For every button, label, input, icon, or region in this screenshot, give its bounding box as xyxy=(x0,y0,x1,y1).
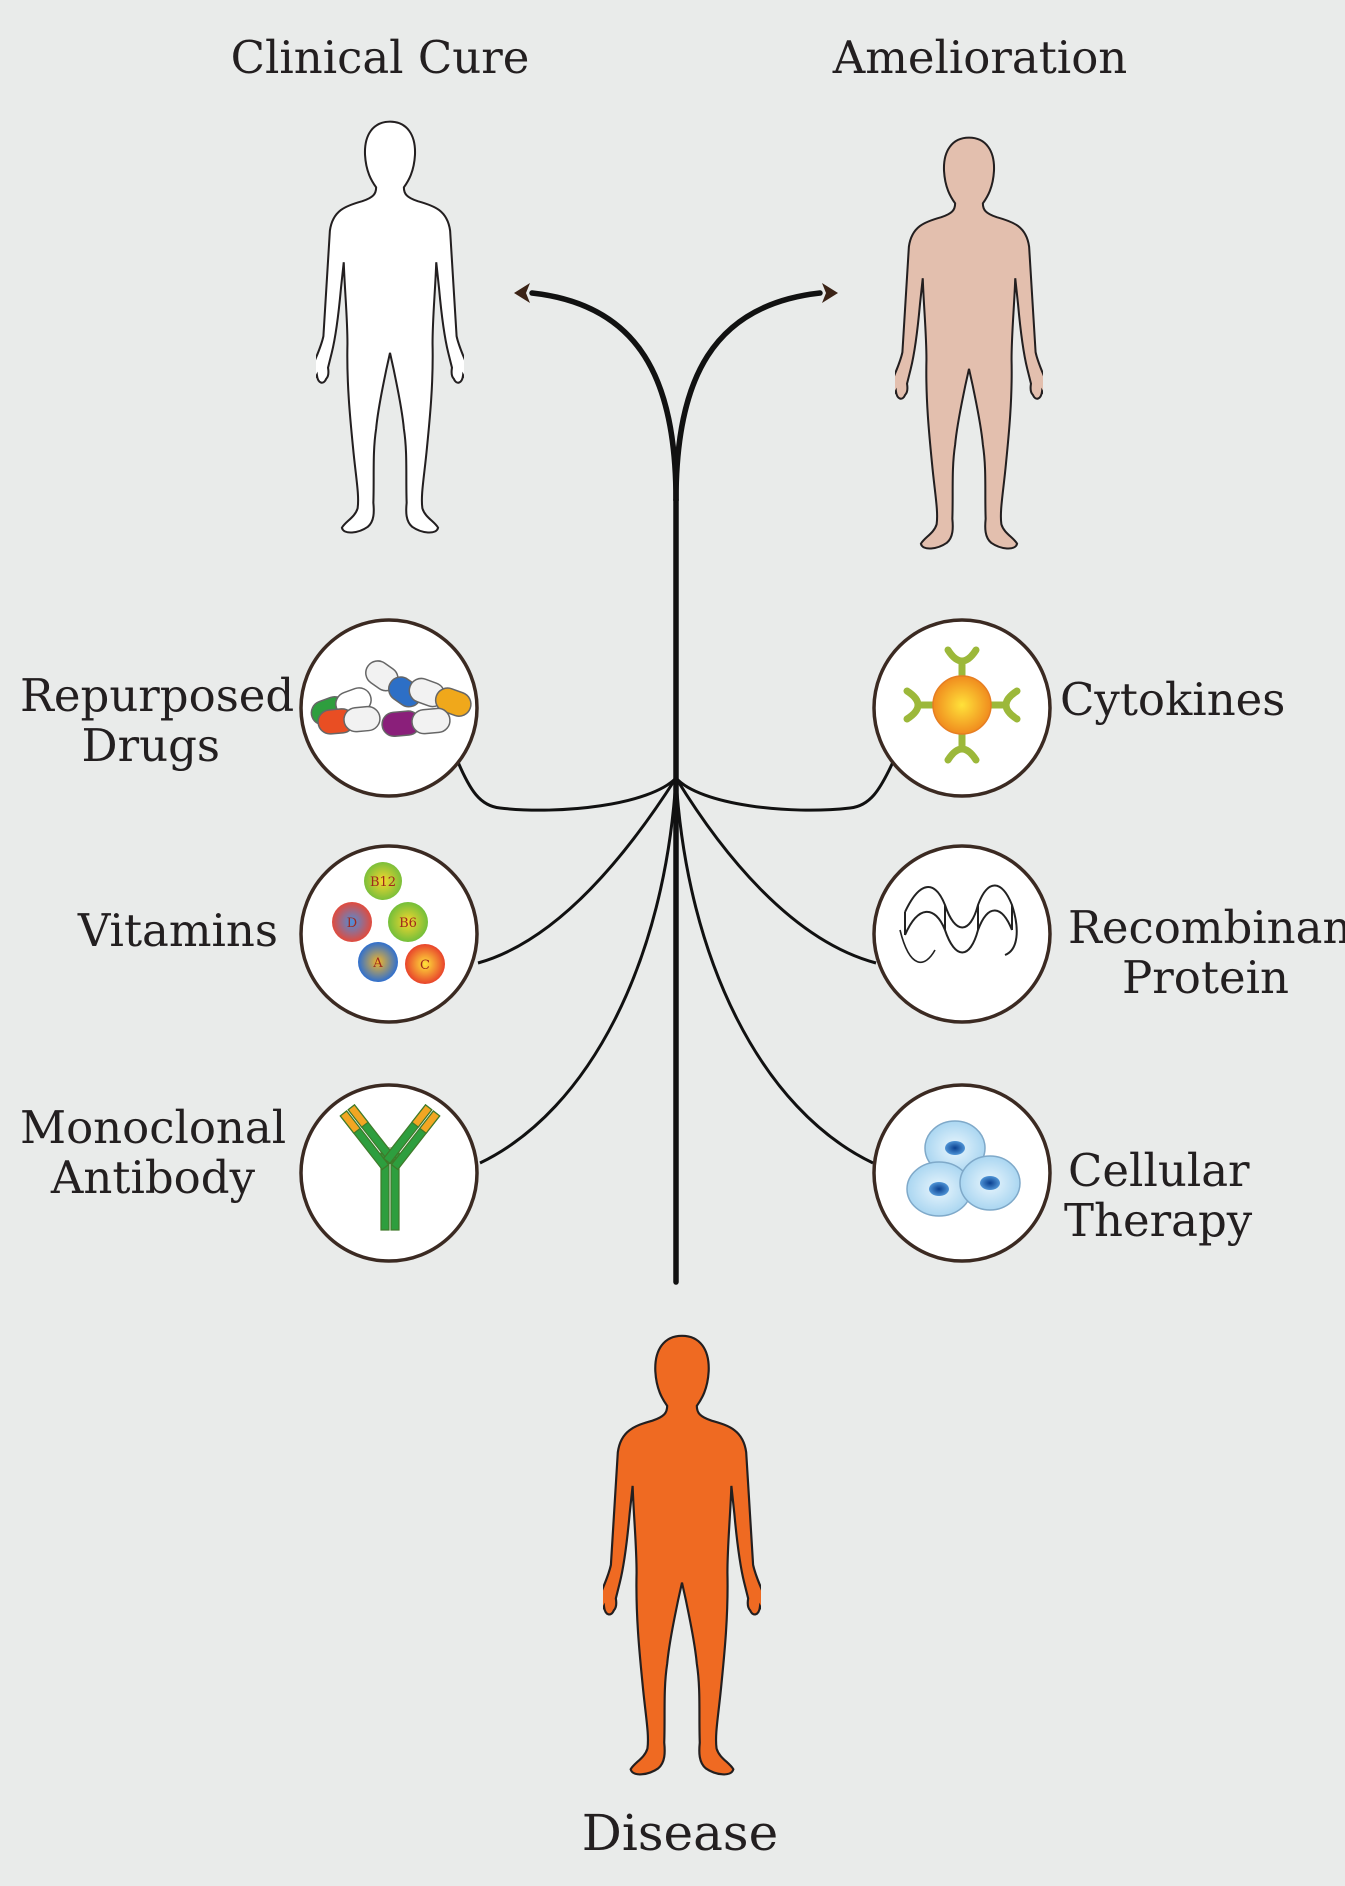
recombinant-protein-label: Recombinant Protein xyxy=(1068,901,1345,1004)
cells-icon xyxy=(906,1120,1021,1217)
cellular-therapy-label: Cellular Therapy xyxy=(1064,1144,1253,1247)
repurposed-drugs-circle xyxy=(299,618,479,798)
arrowhead-right-icon xyxy=(822,283,838,303)
amelioration-figure xyxy=(895,136,1043,550)
vitamin-badge-label: C xyxy=(420,958,430,973)
pills-icon xyxy=(310,660,472,738)
antibody-icon xyxy=(339,1104,441,1231)
protein-ribbon-icon xyxy=(899,884,1018,964)
cytokines-label: Cytokines xyxy=(1060,673,1286,726)
connector-repurposed-drugs xyxy=(456,761,678,812)
connector-monoclonal-antibody xyxy=(479,777,678,1165)
vitamin-d-icon xyxy=(332,902,372,942)
connector-cytokines xyxy=(674,761,895,812)
vitamins-label: Vitamins xyxy=(77,904,278,957)
vitamin-b12-icon xyxy=(364,862,402,900)
connector-cellular-therapy xyxy=(674,777,874,1165)
branch-to-amelioration xyxy=(673,290,823,503)
clinical-cure-figure xyxy=(316,120,464,534)
vitamin-badges: B12 D B6 A C xyxy=(332,862,445,984)
connector-recombinant-protein xyxy=(674,777,877,965)
monoclonal-antibody-label: Monoclonal Antibody xyxy=(20,1101,287,1204)
arrowhead-left-icon xyxy=(514,283,530,303)
cytokine-icon xyxy=(903,646,1021,764)
vitamin-badge-label: B12 xyxy=(370,875,396,890)
clinical-cure-label: Clinical Cure xyxy=(230,31,530,84)
disease-label: Disease xyxy=(581,1804,779,1862)
recombinant-protein-circle xyxy=(872,844,1052,1024)
vitamin-c-icon xyxy=(405,944,445,984)
vitamin-a-icon xyxy=(358,942,398,982)
connector-vitamins xyxy=(477,777,678,965)
vitamin-b6-icon xyxy=(388,902,428,942)
vitamin-badge-label: B6 xyxy=(399,916,417,931)
branch-to-clinical-cure xyxy=(529,290,679,503)
repurposed-drugs-label: Repurposed Drugs xyxy=(20,669,295,772)
therapy-connectors xyxy=(456,761,895,1165)
disease-figure xyxy=(603,1334,761,1776)
vitamin-badge-label: A xyxy=(372,956,383,971)
amelioration-label: Amelioration xyxy=(832,31,1128,84)
vitamin-badge-label: D xyxy=(347,916,357,931)
